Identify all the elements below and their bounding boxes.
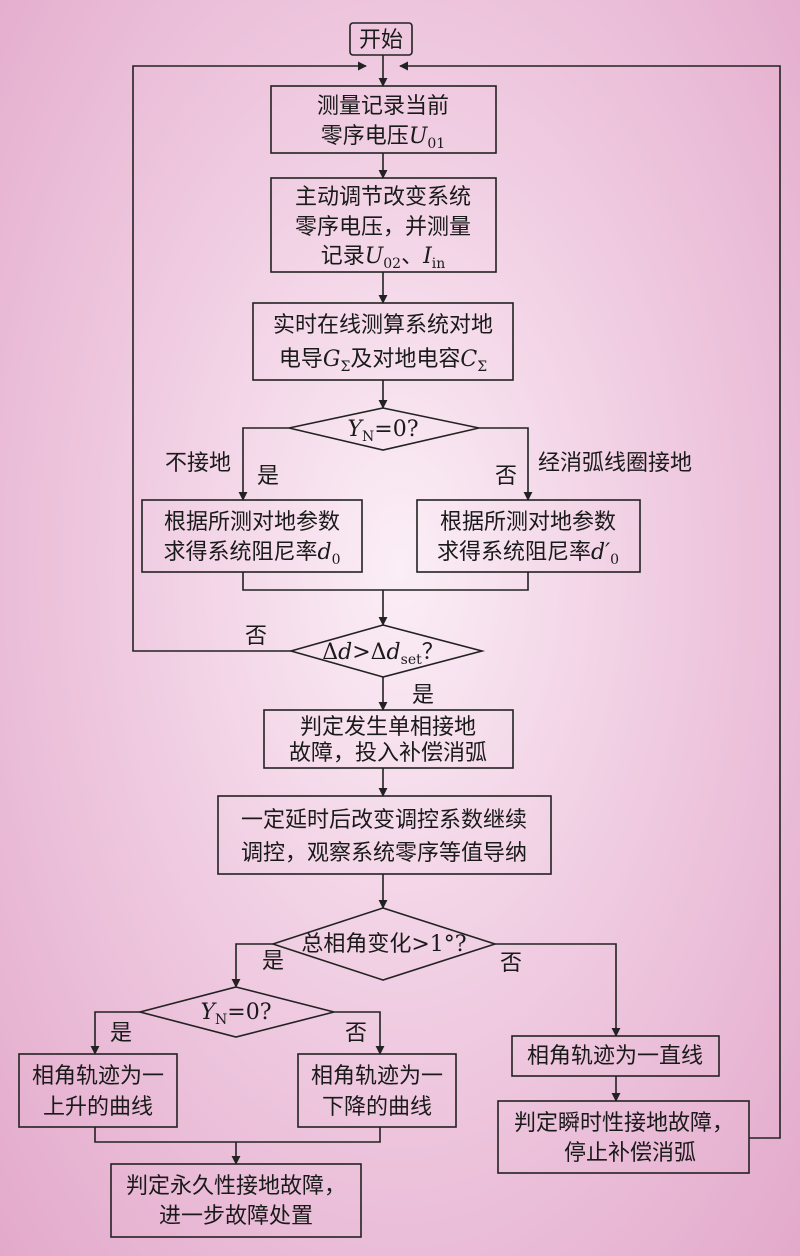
rise-line1: 相角轨迹为一 bbox=[32, 1064, 164, 1089]
permanent-fault-box: 判定永久性接地故障， 进一步故障处置 bbox=[110, 1163, 362, 1238]
damping-left-line2: 求得系统阻尼率d0 bbox=[163, 540, 340, 568]
decision3-no-label: 否 bbox=[500, 951, 522, 976]
fault-line2: 故障，投入补偿消弧 bbox=[289, 741, 487, 766]
start-label: 开始 bbox=[359, 28, 403, 53]
arrow-decision3-no bbox=[495, 943, 621, 1037]
straight-label: 相角轨迹为一直线 bbox=[527, 1044, 703, 1069]
damping-box-left: 根据所测对地参数 求得系统阻尼率d0 bbox=[141, 499, 363, 573]
decision3-yes-label: 是 bbox=[262, 949, 284, 974]
decision4-no-label: 否 bbox=[345, 1021, 367, 1046]
decision4-label: YN=0? bbox=[200, 1000, 271, 1028]
step-adjust-voltage: 主动调节改变系统 零序电压，并测量 记录U02、Iin bbox=[270, 177, 497, 273]
decision2-no-label: 否 bbox=[245, 624, 267, 649]
fall-line2: 下降的曲线 bbox=[322, 1095, 432, 1120]
transient-line1: 判定瞬时性接地故障， bbox=[514, 1111, 734, 1136]
step1-line1: 测量记录当前 bbox=[317, 94, 449, 119]
start-node: 开始 bbox=[349, 22, 413, 56]
decision-yn-zero-1: YN=0? bbox=[288, 407, 480, 451]
decision1-label: YN=0? bbox=[347, 417, 418, 445]
step3-line2: 电导GΣ及对地电容CΣ bbox=[279, 347, 487, 375]
delay-adjust-box: 一定延时后改变调控系数继续 调控，观察系统零序等值导纳 bbox=[217, 795, 552, 875]
decision1-yes-label: 是 bbox=[257, 464, 279, 489]
arrow-decision1-no bbox=[479, 427, 533, 501]
permanent-line2: 进一步故障处置 bbox=[159, 1204, 313, 1229]
permanent-line1: 判定永久性接地故障， bbox=[126, 1174, 346, 1199]
merge-damping bbox=[242, 572, 529, 591]
decision1-no-label: 否 bbox=[495, 464, 517, 489]
step-calc-conductance: 实时在线测算系统对地 电导GΣ及对地电容CΣ bbox=[252, 302, 514, 381]
rise-line2: 上升的曲线 bbox=[43, 1095, 153, 1120]
step-measure-u01: 测量记录当前 零序电压U01 bbox=[270, 85, 497, 154]
arrow-decision3-yes bbox=[231, 943, 273, 988]
arrow-decision4-yes bbox=[90, 1011, 140, 1055]
arrow-decision2-no-loop bbox=[132, 61, 367, 652]
arrow-decision1-yes bbox=[238, 427, 289, 501]
decision2-label: Δd>Δdset？ bbox=[322, 640, 444, 668]
branch-ungrounded-label: 不接地 bbox=[165, 451, 231, 476]
fault-line1: 判定发生单相接地 bbox=[300, 715, 476, 740]
step2-line1: 主动调节改变系统 bbox=[295, 185, 471, 210]
damping-left-line1: 根据所测对地参数 bbox=[164, 510, 340, 535]
branch-arc-coil-label: 经消弧线圈接地 bbox=[538, 451, 692, 476]
delay-line1: 一定延时后改变调控系数继续 bbox=[241, 808, 527, 833]
rising-curve-box: 相角轨迹为一 上升的曲线 bbox=[18, 1053, 178, 1128]
fault-detected-box: 判定发生单相接地 故障，投入补偿消弧 bbox=[263, 709, 514, 769]
damping-right-line2: 求得系统阻尼率d′0 bbox=[437, 540, 619, 568]
step1-line2: 零序电压U01 bbox=[321, 124, 445, 152]
transient-line2: 停止补偿消弧 bbox=[564, 1141, 696, 1166]
step2-line3: 记录U02、Iin bbox=[321, 244, 446, 272]
decision4-yes-label: 是 bbox=[110, 1021, 132, 1046]
step3-line1: 实时在线测算系统对地 bbox=[273, 313, 493, 338]
delay-line2: 调控，观察系统零序等值导纳 bbox=[241, 841, 527, 866]
arrow-decision4-no bbox=[334, 1011, 385, 1055]
damping-box-right: 根据所测对地参数 求得系统阻尼率d′0 bbox=[416, 499, 641, 573]
arrow-transient-loop bbox=[399, 61, 781, 1139]
decision-yn-zero-2: YN=0? bbox=[136, 986, 335, 1038]
decision2-yes-label: 是 bbox=[412, 683, 434, 708]
merge-curves bbox=[94, 1127, 381, 1143]
transient-fault-box: 判定瞬时性接地故障， 停止补偿消弧 bbox=[497, 1100, 750, 1174]
step2-line2: 零序电压，并测量 bbox=[295, 215, 471, 240]
decision-delta-d: Δd>Δdset？ bbox=[288, 624, 486, 678]
fall-line1: 相角轨迹为一 bbox=[311, 1064, 443, 1089]
decision-phase-angle: 总相角变化>1°? bbox=[270, 907, 498, 981]
straight-line-box: 相角轨迹为一直线 bbox=[511, 1035, 720, 1077]
damping-right-line1: 根据所测对地参数 bbox=[440, 510, 616, 535]
falling-curve-box: 相角轨迹为一 下降的曲线 bbox=[297, 1053, 457, 1128]
decision3-label: 总相角变化>1°? bbox=[301, 932, 466, 957]
connectors bbox=[90, 55, 781, 1165]
